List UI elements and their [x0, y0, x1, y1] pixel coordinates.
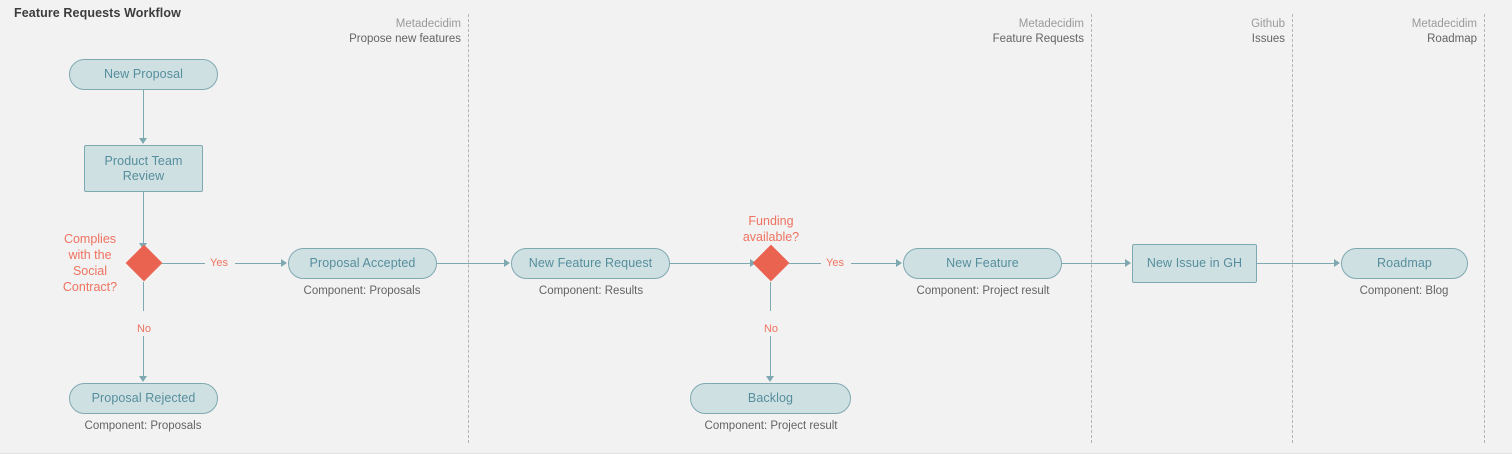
lane-space-label: Roadmap [1427, 33, 1477, 45]
edge-label-social-contract-yes: Yes [210, 257, 228, 269]
node-label: Product Team Review [104, 153, 183, 183]
node-backlog[interactable]: Backlog [690, 383, 851, 414]
lane-divider-4 [1484, 14, 1485, 443]
edge-label-social-contract-no: No [136, 323, 152, 335]
edge-social-contract-yes [162, 263, 205, 264]
edge-funding-no [770, 282, 771, 311]
lane-space-label: Issues [1251, 33, 1285, 45]
decision-line: Contract? [62, 280, 118, 294]
lane-space-label: Feature Requests [992, 33, 1084, 45]
edge-label-funding-no: No [763, 323, 779, 335]
node-label: Proposal Accepted [309, 256, 416, 270]
node-new-feature-request[interactable]: New Feature Request [511, 248, 670, 279]
component-caption-roadmap: Component: Blog [1359, 285, 1449, 297]
node-proposal-rejected[interactable]: Proposal Rejected [69, 383, 218, 414]
node-product-team-review[interactable]: Product Team Review [84, 145, 203, 192]
edge-feature-request-to-funding [670, 263, 751, 264]
edge-social-contract-no-2 [143, 336, 144, 377]
decision-line: Complies [63, 232, 117, 246]
edge-funding-no-2 [770, 336, 771, 377]
arrow-right-icon [1125, 259, 1131, 267]
decision-line: available? [742, 230, 800, 244]
decision-label-social-contract: Complies with the Social Contract? [55, 231, 125, 295]
arrow-down-icon [139, 138, 147, 144]
edge-accepted-to-feature-request [437, 263, 505, 264]
component-caption-new-feature-request: Component: Results [538, 285, 644, 297]
decision-line: with the [68, 248, 112, 262]
arrow-down-icon [139, 376, 147, 382]
decision-diamond-social-contract[interactable] [125, 244, 163, 282]
arrow-right-icon [896, 259, 902, 267]
decision-line: Social [72, 264, 108, 278]
decision-label-funding-available: Funding available? [716, 213, 826, 245]
node-new-feature[interactable]: New Feature [903, 248, 1062, 279]
component-caption-proposal-rejected: Component: Proposals [84, 420, 202, 432]
edge-label-funding-yes: Yes [826, 257, 844, 269]
lane-divider-3 [1292, 14, 1293, 443]
node-label: Backlog [747, 391, 794, 405]
lane-org-label: Github [1251, 18, 1285, 30]
component-caption-backlog: Component: Project result [704, 420, 838, 432]
lane-divider-2 [1091, 14, 1092, 443]
lane-header-roadmap: Metadecidim Roadmap [1412, 17, 1477, 47]
edge-social-contract-no [143, 282, 144, 311]
arrow-right-icon [1334, 259, 1340, 267]
node-roadmap[interactable]: Roadmap [1341, 248, 1468, 279]
node-new-proposal[interactable]: New Proposal [69, 59, 218, 90]
decision-diamond-funding-available[interactable] [752, 244, 790, 282]
lane-header-github-issues: Github Issues [1251, 17, 1285, 47]
edge-funding-yes-2 [851, 263, 897, 264]
edge-gh-issue-to-roadmap [1257, 263, 1335, 264]
node-label: Roadmap [1377, 256, 1432, 270]
lane-org-label: Metadecidim [1018, 18, 1084, 30]
lane-header-propose-new-features: Metadecidim Propose new features [349, 17, 461, 47]
node-proposal-accepted[interactable]: Proposal Accepted [288, 248, 437, 279]
component-caption-new-feature: Component: Project result [916, 285, 1050, 297]
lane-divider-1 [468, 14, 469, 443]
lane-org-label: Metadecidim [1411, 18, 1477, 30]
edge-new-proposal-to-review [143, 90, 144, 138]
node-label: New Proposal [103, 67, 183, 81]
edge-social-contract-yes-2 [235, 263, 282, 264]
node-new-issue-in-gh[interactable]: New Issue in GH [1132, 244, 1257, 283]
lane-header-feature-requests: Metadecidim Feature Requests [993, 17, 1084, 47]
arrow-down-icon [766, 376, 774, 382]
lane-org-label: Metadecidim [395, 18, 461, 30]
edge-review-to-social-contract [143, 192, 144, 244]
component-caption-proposal-accepted: Component: Proposals [303, 285, 421, 297]
page-title: Feature Requests Workflow [14, 6, 181, 20]
node-label: New Issue in GH [1146, 256, 1243, 270]
node-label: Proposal Rejected [91, 391, 196, 405]
edge-funding-yes [789, 263, 821, 264]
lane-space-label: Propose new features [349, 33, 461, 45]
arrow-right-icon [281, 259, 287, 267]
arrow-right-icon [504, 259, 510, 267]
node-label: New Feature Request [528, 256, 653, 270]
edge-new-feature-to-gh-issue [1062, 263, 1125, 264]
node-label: New Feature [946, 256, 1019, 270]
decision-line: Funding [748, 214, 794, 228]
